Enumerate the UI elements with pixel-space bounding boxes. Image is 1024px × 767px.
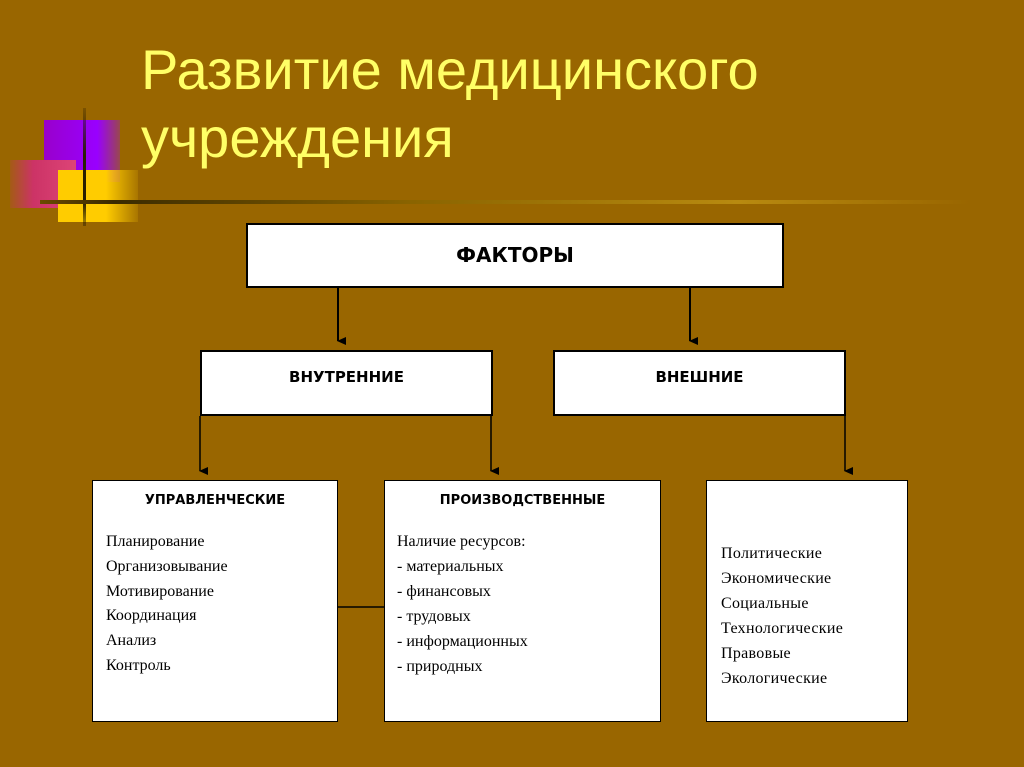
list-item: - финансовых	[397, 583, 491, 600]
production-heading: ПРОИЗВОДСТВЕННЫЕ	[439, 493, 606, 508]
list-item: Организовывание	[106, 557, 228, 575]
list-item: - материальных	[397, 558, 504, 575]
internal-factors-box: ВНУТРЕННИЕ	[200, 350, 493, 416]
list-item: Мотивирование	[106, 582, 214, 600]
decorative-horizontal-line	[40, 200, 970, 204]
management-heading: УПРАВЛЕНЧЕСКИЕ	[144, 493, 286, 508]
list-item: Экологические	[721, 670, 828, 687]
list-item: Технологические	[721, 620, 844, 637]
list-item: - природных	[397, 658, 483, 675]
list-item: Социальные	[721, 595, 809, 612]
external-factors-list: Политические Экономические Социальные Те…	[721, 541, 907, 691]
production-factors-box: ПРОИЗВОДСТВЕННЫЕ Наличие ресурсов: - мат…	[384, 480, 661, 722]
external-factors-list-box: Политические Экономические Социальные Те…	[706, 480, 908, 722]
list-item: Анализ	[106, 632, 157, 650]
management-list: Планирование Организовывание Мотивирован…	[106, 530, 337, 679]
list-item: - трудовых	[397, 608, 471, 625]
management-factors-box: УПРАВЛЕНЧЕСКИЕ Планирование Организовыва…	[92, 480, 338, 722]
decorative-yellow-square	[58, 170, 138, 222]
factors-box: ФАКТОРЫ	[246, 223, 784, 288]
internal-factors-label: ВНУТРЕННИЕ	[289, 368, 404, 386]
external-factors-label: ВНЕШНИЕ	[655, 368, 744, 386]
list-item: Наличие ресурсов:	[397, 533, 526, 550]
list-item: Планирование	[106, 533, 205, 550]
factors-label: ФАКТОРЫ	[456, 243, 574, 267]
list-item: Политические	[721, 545, 823, 562]
list-item: Координация	[106, 607, 197, 625]
slide-title: Развитие медицинского учреждения	[141, 36, 981, 172]
list-item: Контроль	[106, 656, 171, 674]
production-list: Наличие ресурсов: - материальных - финан…	[397, 529, 660, 679]
external-factors-box: ВНЕШНИЕ	[553, 350, 846, 416]
list-item: - информационных	[397, 633, 528, 650]
slide-title-line-1: Развитие медицинского	[141, 38, 759, 101]
decorative-vertical-line	[83, 108, 86, 226]
slide-title-line-2: учреждения	[141, 106, 454, 169]
list-item: Экономические	[721, 570, 832, 587]
list-item: Правовые	[721, 645, 791, 662]
